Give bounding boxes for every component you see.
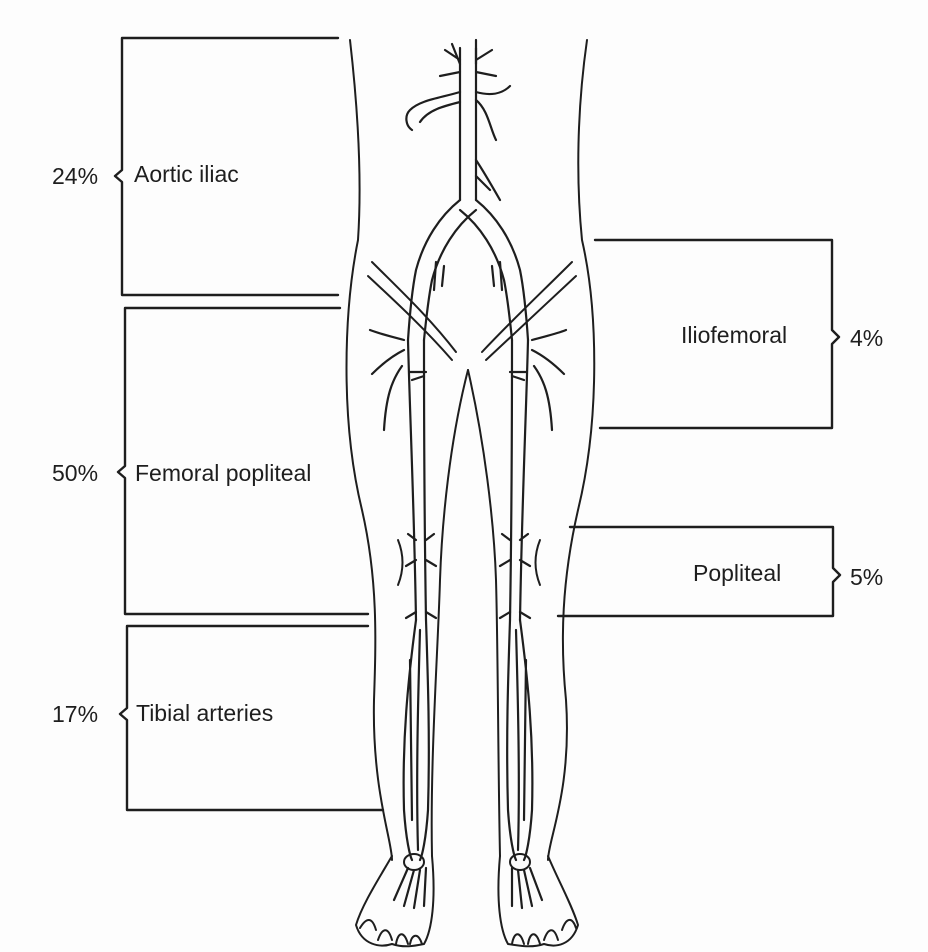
foot-right-toes	[512, 920, 576, 944]
label-popliteal: Popliteal	[693, 562, 781, 585]
foot-left-toes	[360, 920, 422, 944]
feet	[356, 854, 578, 946]
plantar-right	[512, 868, 542, 908]
profunda-right	[532, 330, 566, 430]
internal-iliac-left	[434, 262, 444, 290]
tibial-right	[507, 620, 532, 860]
arterial-tree	[370, 40, 566, 908]
label-aortic-iliac: Aortic iliac	[134, 163, 239, 186]
foot-left	[356, 856, 434, 946]
label-iliofemoral: Iliofemoral	[681, 324, 787, 347]
femoral-right	[510, 340, 528, 620]
aortic-branches-top	[440, 40, 496, 76]
tibial-left	[404, 620, 429, 860]
femoral-left	[408, 340, 426, 620]
plantar-left	[394, 868, 426, 908]
percent-aortic-iliac: 24%	[52, 165, 98, 188]
percent-femoral-popliteal: 50%	[52, 462, 98, 485]
iliac-left	[408, 200, 476, 340]
label-femoral-popliteal: Femoral popliteal	[135, 462, 311, 485]
geniculate-left	[406, 534, 436, 618]
knee-left	[398, 540, 403, 585]
percent-tibial-arteries: 17%	[52, 703, 98, 726]
outline-inner-left	[432, 370, 468, 856]
foot-right	[498, 856, 578, 946]
outline-right-outer	[548, 40, 594, 860]
percent-iliofemoral: 4%	[850, 327, 883, 350]
internal-iliac-right	[492, 262, 502, 290]
profunda-left	[370, 330, 404, 430]
knee-right	[536, 540, 541, 585]
outline-left-outer	[347, 40, 393, 860]
iliac-right	[460, 200, 528, 340]
renal-branch-left	[406, 92, 460, 130]
bracket-lines	[115, 38, 840, 810]
geniculate-right	[500, 534, 530, 618]
groin-crease-right-2	[486, 276, 576, 360]
body-outline	[347, 40, 595, 860]
aorta	[460, 48, 476, 200]
outline-inner-right	[468, 370, 500, 856]
label-tibial-arteries: Tibial arteries	[136, 702, 273, 725]
renal-branch-right	[476, 86, 510, 200]
percent-popliteal: 5%	[850, 566, 883, 589]
